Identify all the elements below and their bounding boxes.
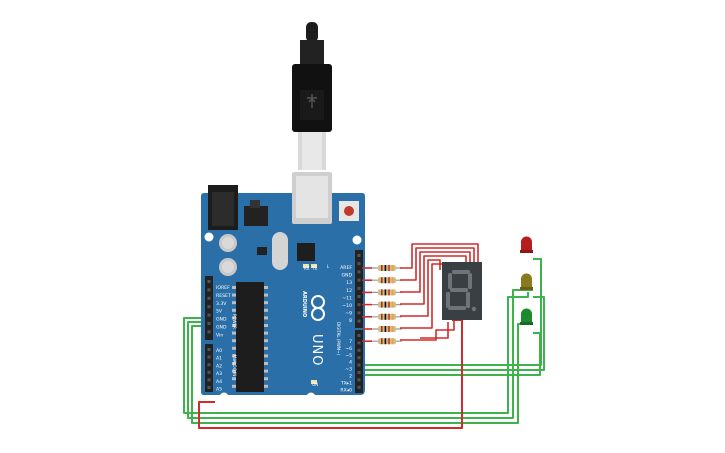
resistor-band	[381, 326, 383, 332]
led-red[interactable]	[520, 236, 533, 254]
resistor-band	[384, 338, 387, 345]
model-label: UNO	[309, 334, 324, 366]
seven-segment-display[interactable]: 8.	[442, 262, 482, 320]
decimal-point	[471, 306, 477, 312]
resistor-band	[384, 265, 387, 271]
pin-label: 5V	[216, 309, 223, 315]
pin-label: 2	[349, 374, 352, 380]
pin-label: 8	[349, 318, 352, 324]
pin-label: A0	[216, 348, 222, 354]
power-header-title: POWER	[232, 314, 237, 329]
segment-a	[452, 270, 470, 274]
resistor-band	[384, 277, 387, 284]
segment-f	[448, 273, 452, 289]
led-yellow[interactable]	[520, 273, 533, 290]
resistor-band	[391, 313, 394, 320]
onboard-led-label: L	[327, 264, 330, 269]
arduino-logo-icon	[311, 295, 325, 321]
resistor-band	[381, 338, 383, 345]
pin-label: 4	[349, 360, 352, 366]
pin-label: A2	[216, 363, 222, 369]
resistor-band	[388, 289, 390, 296]
pin-label: AREF	[340, 265, 352, 271]
onboard-led-label: TX	[311, 266, 317, 271]
onboard-led-label: ON	[312, 382, 318, 387]
resistor-band	[381, 301, 383, 308]
pin-label: A5	[216, 387, 222, 393]
resistor-band	[391, 338, 394, 345]
resistor-band	[381, 313, 383, 320]
pin-label: GND	[341, 273, 352, 279]
pin-label: 3.3V	[216, 301, 227, 307]
mcu-pins	[232, 286, 268, 388]
digital-header-title: DIGITAL (PWM~)	[336, 322, 341, 356]
resistor-band	[388, 301, 390, 308]
resistor-band	[388, 326, 390, 332]
pin-label: GND	[216, 325, 227, 331]
usb-cable-icon[interactable]	[292, 22, 332, 170]
resistor-band	[391, 326, 394, 332]
analog-header-title: ANALOG IN	[232, 354, 237, 376]
led-green[interactable]	[520, 308, 533, 326]
pin-label: RX◂0	[340, 387, 352, 393]
pin-label: GND	[216, 317, 227, 323]
segment-b	[468, 273, 472, 289]
resistor-band	[391, 289, 394, 296]
resistor-band	[384, 326, 387, 332]
segment-c	[466, 292, 470, 308]
resistor-band	[388, 277, 390, 284]
pin-label: 7	[349, 339, 352, 345]
resistor-band	[381, 265, 383, 271]
pin-label: 13	[346, 280, 352, 286]
pin-label: ~6	[345, 346, 352, 352]
resistor-band	[391, 265, 394, 271]
onboard-led-label: RX	[304, 266, 310, 271]
resistor-band	[388, 338, 390, 345]
resistor-band	[384, 301, 387, 308]
reset-button-icon[interactable]	[339, 201, 359, 221]
header-holes	[207, 254, 361, 389]
resistor-band	[384, 289, 387, 296]
wires-green[interactable]	[183, 258, 545, 424]
pin-label: 12	[346, 288, 352, 294]
resistor-band	[388, 265, 390, 271]
brand-label: ARDUINO	[301, 291, 307, 317]
resistor-band	[391, 301, 394, 308]
power-jack-icon	[208, 185, 238, 230]
segment-d	[448, 306, 466, 310]
pin-label: A4	[216, 379, 222, 385]
resistor-band	[388, 313, 390, 320]
pin-label: A3	[216, 371, 222, 377]
pin-label: A1	[216, 356, 222, 362]
pin-label: Vin	[216, 332, 223, 338]
pin-label: RESET	[216, 293, 231, 299]
resistor-band	[391, 277, 394, 284]
resistor-band	[381, 277, 383, 284]
resistor-band	[381, 289, 383, 296]
pin-label: TX▸1	[340, 380, 352, 386]
segment-e	[446, 292, 450, 308]
segment-g	[450, 288, 468, 292]
pin-label: IOREF	[216, 285, 230, 291]
pin-label: ~3	[345, 367, 352, 373]
display-segments	[446, 270, 472, 310]
resistor-band	[384, 313, 387, 320]
pin-label: ~5	[345, 353, 352, 359]
pin-label: ~10	[342, 303, 352, 309]
pin-label: ~9	[345, 311, 352, 317]
pin-label: ~11	[342, 295, 352, 301]
resistor-array[interactable]	[362, 265, 402, 345]
